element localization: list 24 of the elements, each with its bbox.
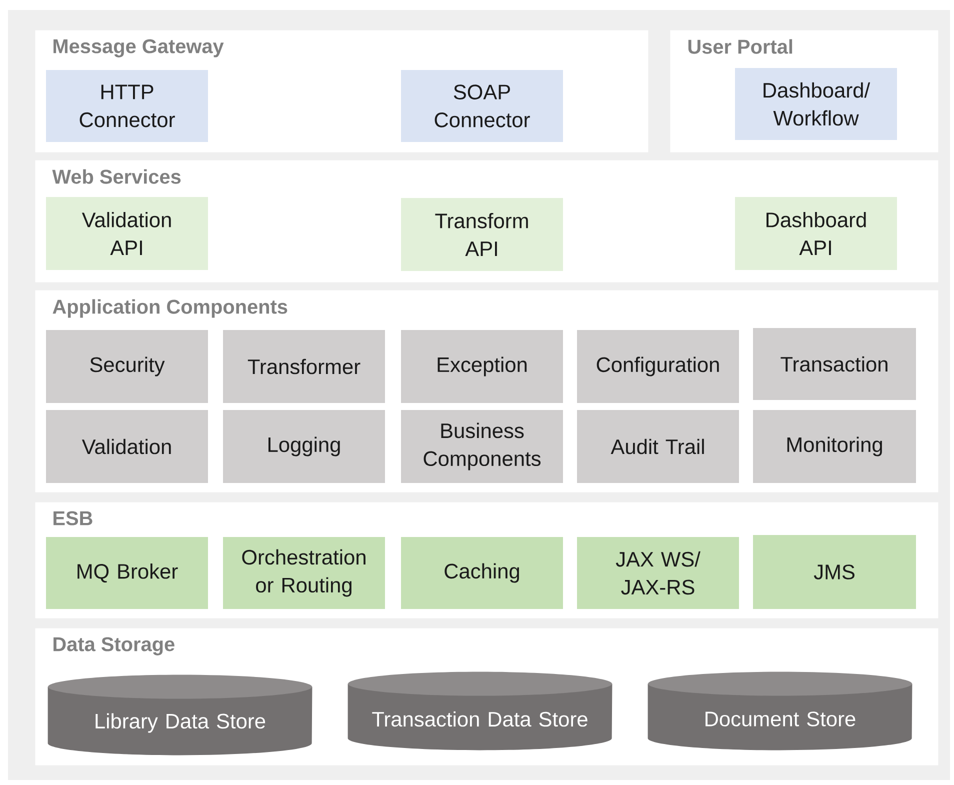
component-box: Validation (46, 410, 208, 483)
component-box: Exception (401, 330, 563, 403)
component-box: Caching (401, 537, 563, 609)
database-cylinder: Transaction Data Store (348, 672, 612, 750)
component-box: HTTP Connector (46, 70, 208, 142)
component-box: Monitoring (753, 410, 916, 483)
component-box: Dashboard API (735, 197, 897, 270)
database-cylinder: Library Data Store (48, 674, 312, 756)
component-box: Dashboard/ Workflow (735, 68, 897, 140)
component-box: JMS (753, 535, 916, 609)
component-box: Audit Trail (577, 410, 739, 483)
component-box: Validation API (46, 197, 208, 270)
component-box: JAX WS/ JAX-RS (577, 537, 739, 609)
component-box: SOAP Connector (401, 70, 563, 142)
component-box: MQ Broker (46, 537, 208, 609)
component-box: Security (46, 330, 208, 403)
component-box: Transform API (401, 198, 563, 271)
component-box: Business Components (401, 410, 563, 483)
database-cylinder: Document Store (648, 672, 912, 750)
component-box: Transformer (223, 330, 385, 403)
component-box: Orchestration or Routing (223, 537, 385, 609)
component-box: Logging (223, 410, 385, 483)
component-box: Transaction (753, 328, 916, 400)
component-box: Configuration (577, 330, 739, 403)
